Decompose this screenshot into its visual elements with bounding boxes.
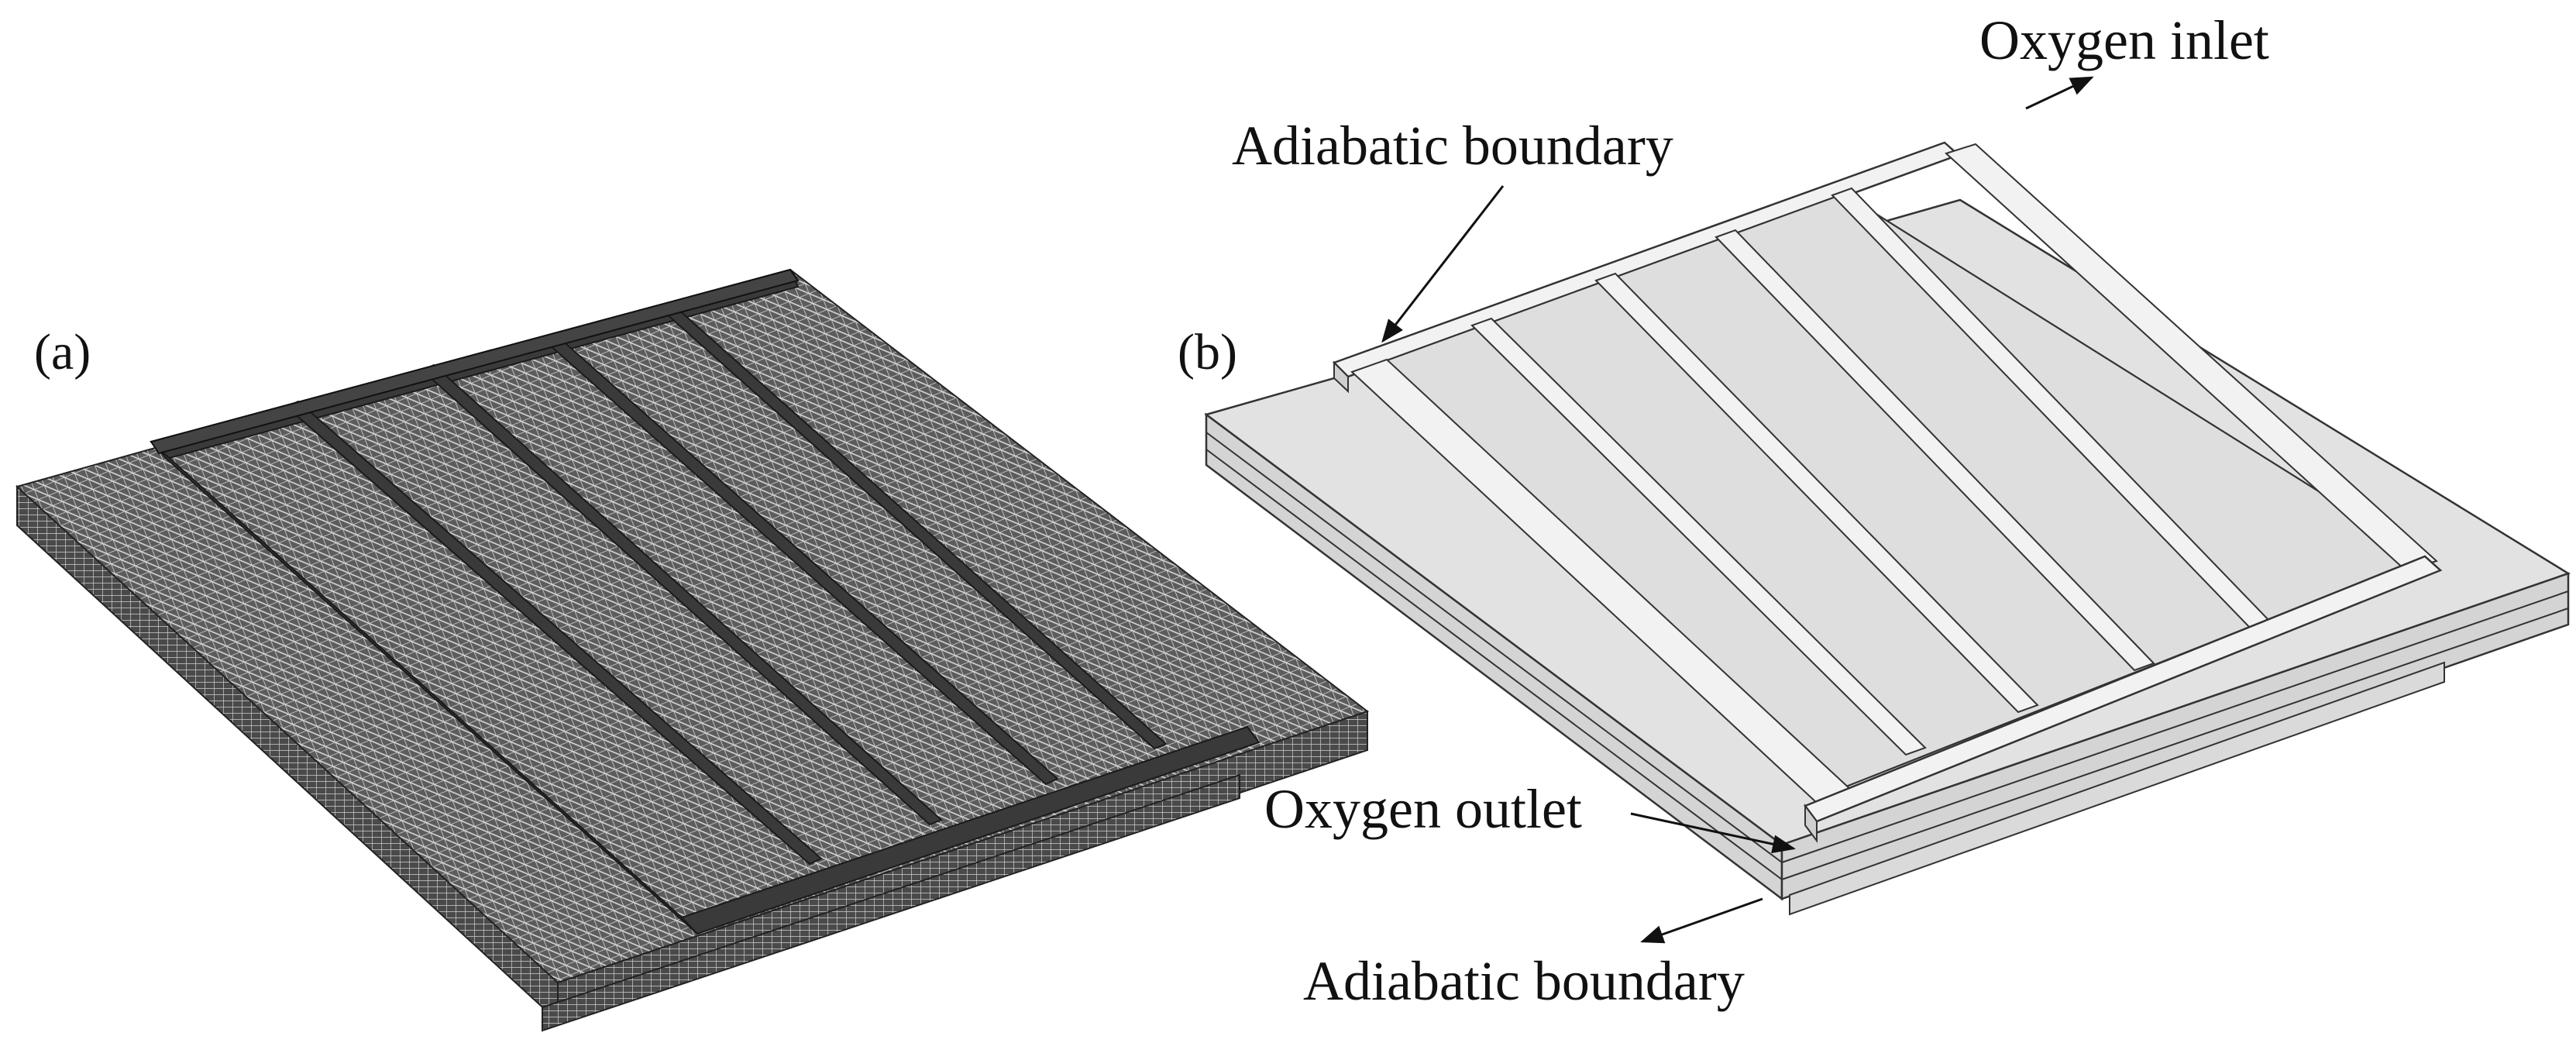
oxygen-outlet-arrow (1630, 812, 1796, 854)
adiabatic-top-arrow (1381, 185, 1505, 343)
mesh-bottom-lip (542, 773, 1240, 1032)
mesh-top-bar (150, 268, 800, 455)
oxygen-outlet-label: Oxygen outlet (1264, 778, 1582, 840)
panel-b-geometry-model (1204, 141, 2571, 916)
adiabatic-bottom-arrow (1640, 897, 1763, 944)
panel-a-mesh-model (15, 268, 1370, 1032)
annotation-oxygen-outlet: Oxygen outlet (1264, 778, 1796, 854)
panel-a-label: (a) (34, 324, 91, 380)
mesh-ribs (150, 268, 1260, 935)
solid-bottom-bar-end (1804, 804, 1818, 843)
solid-rib-3 (1714, 229, 2155, 672)
mesh-rib-bottom (680, 725, 1260, 935)
annotation-adiabatic-top: Adiabatic boundary (1232, 115, 1673, 343)
panel-b-label: (b) (1178, 324, 1237, 380)
oxygen-inlet-label: Oxygen inlet (1979, 9, 2269, 71)
annotation-adiabatic-bottom: Adiabatic boundary (1303, 897, 1763, 1012)
solid-layer-line-right-2 (1781, 608, 2569, 880)
solid-rib-2 (1594, 272, 2039, 714)
mesh-top-face (15, 268, 1370, 984)
solid-rib-1 (1470, 317, 1927, 756)
solid-layer-line-right-1 (1781, 590, 2569, 863)
solid-adiabatic-bar-top-side (1333, 360, 1349, 394)
solid-layer-line-front-1 (1205, 432, 1783, 863)
annotation-oxygen-inlet: Oxygen inlet (1979, 9, 2269, 110)
oxygen-inlet-arrow (2025, 76, 2094, 110)
solid-ribs (1350, 143, 2438, 804)
adiabatic-bottom-label: Adiabatic boundary (1303, 950, 1745, 1012)
adiabatic-top-label: Adiabatic boundary (1232, 115, 1673, 177)
solid-bottom-lip (1789, 661, 2445, 916)
solid-rib-right (1945, 143, 2438, 572)
solid-layer-line-front-2 (1205, 449, 1783, 880)
